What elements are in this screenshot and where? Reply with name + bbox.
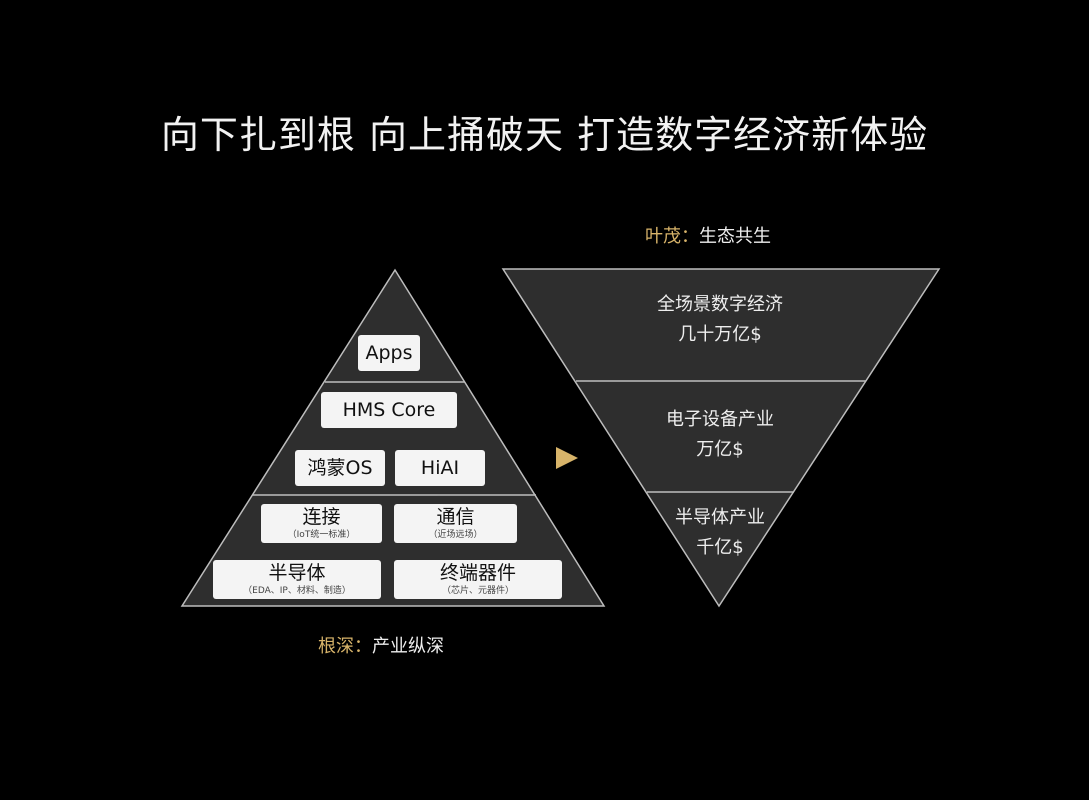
bandaoti-box: 半导体 （EDA、IP、材料、制造） — [213, 560, 381, 599]
lianjie-box: 连接 （IoT统一标准） — [261, 504, 382, 543]
page-title: 向下扎到根 向上捅破天 打造数字经济新体验 — [160, 113, 929, 157]
inverted-caption-text: 生态共生 — [699, 226, 771, 247]
tongxin-box: 通信 （近场远场） — [394, 504, 517, 543]
apps-box: Apps — [358, 335, 420, 371]
pyramid-caption: 根深：产业纵深 — [318, 632, 444, 658]
hms-core-label: HMS Core — [342, 398, 436, 421]
inverted-caption-lead: 叶茂： — [645, 226, 699, 247]
zhongduan-box: 终端器件 （芯片、元器件） — [394, 560, 562, 599]
hms-core-box: HMS Core — [321, 392, 457, 428]
inverted-triangle-shape — [501, 268, 941, 608]
pyramid-caption-lead: 根深： — [318, 636, 372, 657]
tongxin-label: 通信 — [436, 506, 475, 529]
zhongduan-label: 终端器件 — [439, 562, 516, 585]
bandaoti-label: 半导体 — [268, 562, 326, 585]
inverted-level-2-line1: 电子设备产业 — [666, 409, 774, 430]
inverted-level-1-line2: 几十万亿$ — [678, 324, 762, 345]
inverted-level-3-line1: 半导体产业 — [675, 507, 765, 528]
inverted-level-2-line2: 万亿$ — [696, 439, 744, 460]
hiai-box: HiAI — [395, 450, 485, 486]
hongmeng-os-label: 鸿蒙OS — [307, 456, 373, 479]
apps-label: Apps — [365, 341, 413, 364]
inverted-level-3-line2: 千亿$ — [696, 537, 744, 558]
bandaoti-sublabel: （EDA、IP、材料、制造） — [243, 585, 351, 596]
inverted-level-1: 全场景数字经济 几十万亿$ — [620, 290, 820, 350]
inverted-level-2: 电子设备产业 万亿$ — [620, 405, 820, 465]
tongxin-sublabel: （近场远场） — [428, 529, 483, 540]
inverted-level-1-line1: 全场景数字经济 — [657, 294, 783, 315]
hongmeng-os-box: 鸿蒙OS — [295, 450, 385, 486]
lianjie-sublabel: （IoT统一标准） — [287, 529, 356, 540]
zhongduan-sublabel: （芯片、元器件） — [441, 585, 514, 596]
pyramid-caption-text: 产业纵深 — [372, 636, 444, 657]
inverted-caption: 叶茂：生态共生 — [645, 222, 771, 248]
lianjie-label: 连接 — [302, 506, 341, 529]
hiai-label: HiAI — [420, 456, 460, 479]
play-arrow-icon — [556, 447, 578, 469]
inverted-level-3: 半导体产业 千亿$ — [620, 503, 820, 563]
